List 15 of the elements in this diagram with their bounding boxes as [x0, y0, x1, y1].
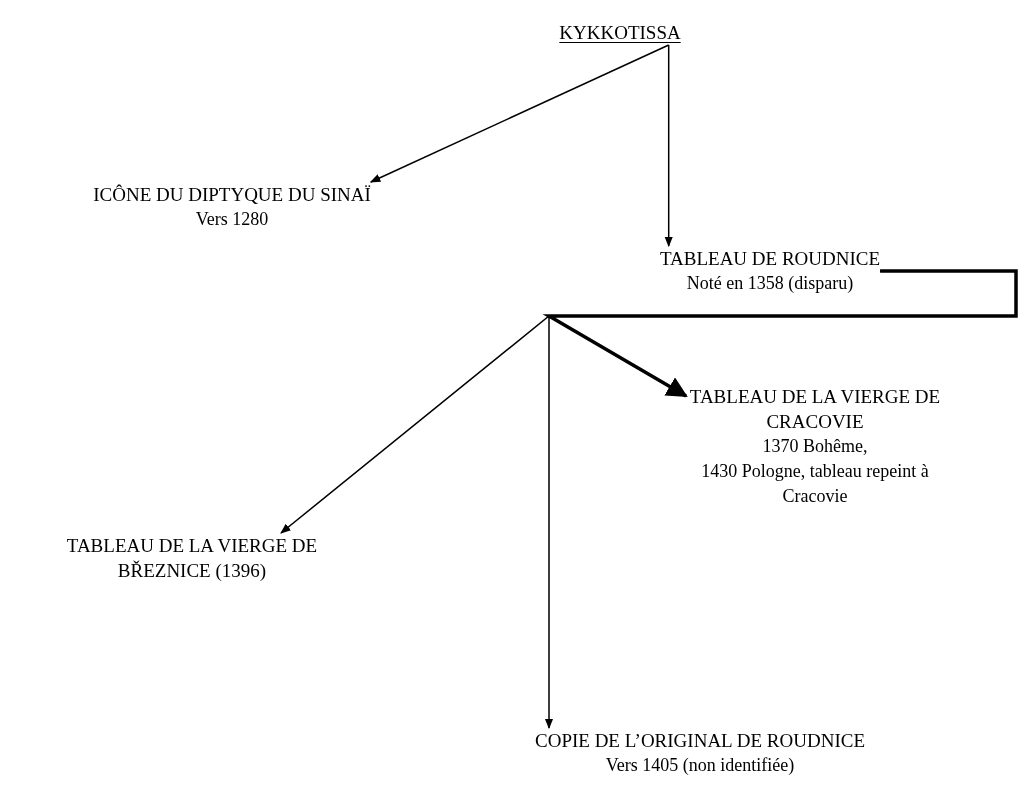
item-note: 1430 Pologne, tableau repeint à Cracovie	[700, 460, 930, 508]
item-title: TABLEAU DE LA VIERGE DE CRACOVIE	[688, 385, 942, 434]
item-title: ICÔNE DU DIPTYQUE DU SINAÏ	[93, 183, 371, 207]
item-note: Noté en 1358 (disparu)	[686, 272, 854, 295]
item-title: TABLEAU DE LA VIERGE DE BŘEZNICE (1396)	[65, 534, 319, 583]
item-note: Vers 1280	[195, 208, 269, 231]
arrow	[542, 269, 1018, 398]
item-title: TABLEAU DE ROUDNICE	[659, 247, 881, 271]
item-note: Vers 1405 (non identifiée)	[605, 754, 795, 777]
arrow	[369, 44, 670, 183]
title-text: KYKKOTISSA	[559, 21, 681, 45]
item-note: 1370 Bohême,	[762, 435, 868, 458]
arrow	[664, 44, 673, 248]
arrow	[544, 270, 1017, 730]
item-title: COPIE DE L’ORIGINAL DE ROUDNICE	[535, 729, 865, 753]
